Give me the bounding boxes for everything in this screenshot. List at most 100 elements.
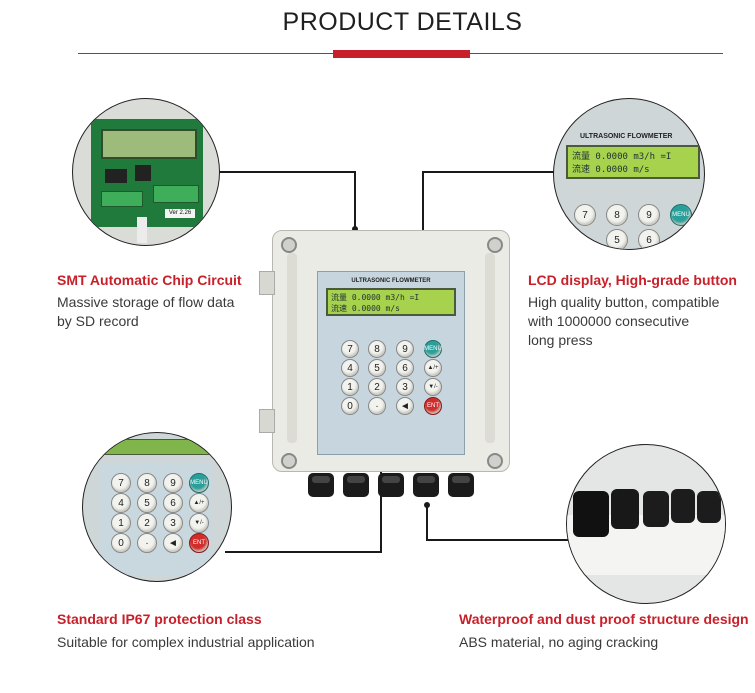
lcd-line2: 流速 0.0000 m/s: [331, 304, 400, 313]
front-panel: ULTRASONIC FLOWMETER 流量 0.0000 m3/h =I 流…: [317, 271, 465, 455]
mounting-tab: [259, 271, 275, 295]
board-chip: [105, 169, 127, 183]
gland-large: [573, 491, 609, 537]
feature-desc-line: by SD record: [57, 313, 139, 329]
connector-line: [426, 505, 428, 540]
screw: [487, 237, 503, 253]
cable-gland: [378, 473, 404, 497]
zoom-keypad-8: 8: [137, 473, 157, 493]
zoom-keypad-dot: ·: [137, 533, 157, 553]
gland: [643, 491, 669, 527]
zoom-keypad-0: 0: [111, 533, 131, 553]
board-terminal-block: [153, 185, 199, 203]
zoom-panel-label: ULTRASONIC FLOWMETER: [580, 133, 673, 140]
board-terminal-block: [101, 191, 143, 207]
zoom-keypad-1: 1: [111, 513, 131, 533]
zoom-lcd-line2: 流速 0.0000 m/s: [572, 165, 650, 175]
connector-line: [225, 551, 382, 553]
key-dot[interactable]: ·: [368, 397, 386, 415]
connector-line: [380, 448, 382, 552]
zoom-keypad-down: ▼/-: [189, 513, 209, 533]
zoom-key-7: 7: [574, 204, 596, 226]
board-version-label: Ver 2.26: [165, 209, 195, 218]
zoom-key-9: 9: [638, 204, 660, 226]
key-7[interactable]: 7: [341, 340, 359, 358]
connector-line: [354, 171, 356, 228]
screw: [487, 453, 503, 469]
gland: [697, 491, 721, 523]
connector-line: [426, 539, 574, 541]
connector-line: [205, 171, 355, 173]
panel-label: ULTRASONIC FLOWMETER: [351, 278, 431, 284]
lcd-button-detail-image: ULTRASONIC FLOWMETER 流量 0.0000 m3/h =I 流…: [553, 98, 705, 250]
feature-title: LCD display, High-grade button: [528, 272, 737, 288]
feature-desc-line: High quality button, compatible: [528, 294, 720, 310]
cable-gland: [343, 473, 369, 497]
keypad-detail-image: 7 8 9 MENU 4 5 6 ▲/+ 1 2 3 ▼/- 0 · ◄ ENT: [82, 432, 232, 582]
zoom-keypad-9: 9: [163, 473, 183, 493]
feature-desc-line: long press: [528, 332, 593, 348]
key-left[interactable]: ◄: [396, 397, 414, 415]
feature-desc-line: ABS material, no aging cracking: [459, 634, 659, 650]
zoom-lcd-line1: 流量 0.0000 m3/h =I: [572, 152, 672, 162]
key-enter[interactable]: ENT: [424, 397, 442, 415]
feature-desc-line: with 1000000 consecutive: [528, 313, 690, 329]
zoom-keypad-left: ◄: [163, 533, 183, 553]
gland: [671, 489, 695, 523]
zoom-lcd-edge: [103, 439, 225, 455]
key-2[interactable]: 2: [368, 378, 386, 396]
ribbon-cable: [137, 217, 147, 243]
zoom-keypad-4: 4: [111, 493, 131, 513]
panel-bottom-margin: [317, 453, 463, 455]
device-rib: [485, 253, 495, 443]
title-divider-accent: [333, 50, 470, 58]
mounting-tab: [259, 409, 275, 433]
key-3[interactable]: 3: [396, 378, 414, 396]
zoom-key-8: 8: [606, 204, 628, 226]
zoom-keypad-6: 6: [163, 493, 183, 513]
cable-gland-detail-image: [566, 444, 726, 604]
device-rib: [287, 253, 297, 443]
key-6[interactable]: 6: [396, 359, 414, 377]
zoom-keypad-2: 2: [137, 513, 157, 533]
zoom-key-menu: MENU: [670, 204, 692, 226]
connector-dot: [352, 226, 358, 232]
key-up[interactable]: ▲/+: [424, 359, 442, 377]
feature-title: SMT Automatic Chip Circuit: [57, 272, 242, 288]
screw: [281, 453, 297, 469]
screw: [281, 237, 297, 253]
cable-gland: [448, 473, 474, 497]
key-9[interactable]: 9: [396, 340, 414, 358]
zoom-lcd-screen: 流量 0.0000 m3/h =I 流速 0.0000 m/s: [566, 145, 700, 179]
circuit-board-detail-image: Ver 2.26: [72, 98, 220, 246]
feature-desc-line: Massive storage of flow data: [57, 294, 235, 310]
feature-title: Standard IP67 protection class: [57, 611, 262, 627]
key-8[interactable]: 8: [368, 340, 386, 358]
zoom-key-5: 5: [606, 229, 628, 249]
key-5[interactable]: 5: [368, 359, 386, 377]
key-down[interactable]: ▼/-: [424, 378, 442, 396]
cable-gland: [308, 473, 334, 497]
board-lcd-module: [101, 129, 197, 159]
zoom-key-6: 6: [638, 229, 660, 249]
flowmeter-device: ULTRASONIC FLOWMETER 流量 0.0000 m3/h =I 流…: [259, 230, 510, 472]
zoom-keypad-3: 3: [163, 513, 183, 533]
zoom-keypad-up: ▲/+: [189, 493, 209, 513]
key-0[interactable]: 0: [341, 397, 359, 415]
feature-desc-line: Suitable for complex industrial applicat…: [57, 634, 315, 650]
key-1[interactable]: 1: [341, 378, 359, 396]
key-menu[interactable]: MENU: [424, 340, 442, 358]
zoom-keypad-7: 7: [111, 473, 131, 493]
zoom-keypad-enter: ENT: [189, 533, 209, 553]
lcd-screen: 流量 0.0000 m3/h =I 流速 0.0000 m/s: [326, 288, 456, 316]
key-4[interactable]: 4: [341, 359, 359, 377]
lcd-line1: 流量 0.0000 m3/h =I: [331, 293, 420, 302]
board-chip: [135, 165, 151, 181]
cable-gland: [413, 473, 439, 497]
feature-title: Waterproof and dust proof structure desi…: [459, 611, 749, 627]
page-title: PRODUCT DETAILS: [282, 8, 523, 36]
connector-line: [422, 171, 562, 173]
connector-dot: [424, 502, 430, 508]
gland: [611, 489, 639, 529]
zoom-keypad-menu: MENU: [189, 473, 209, 493]
